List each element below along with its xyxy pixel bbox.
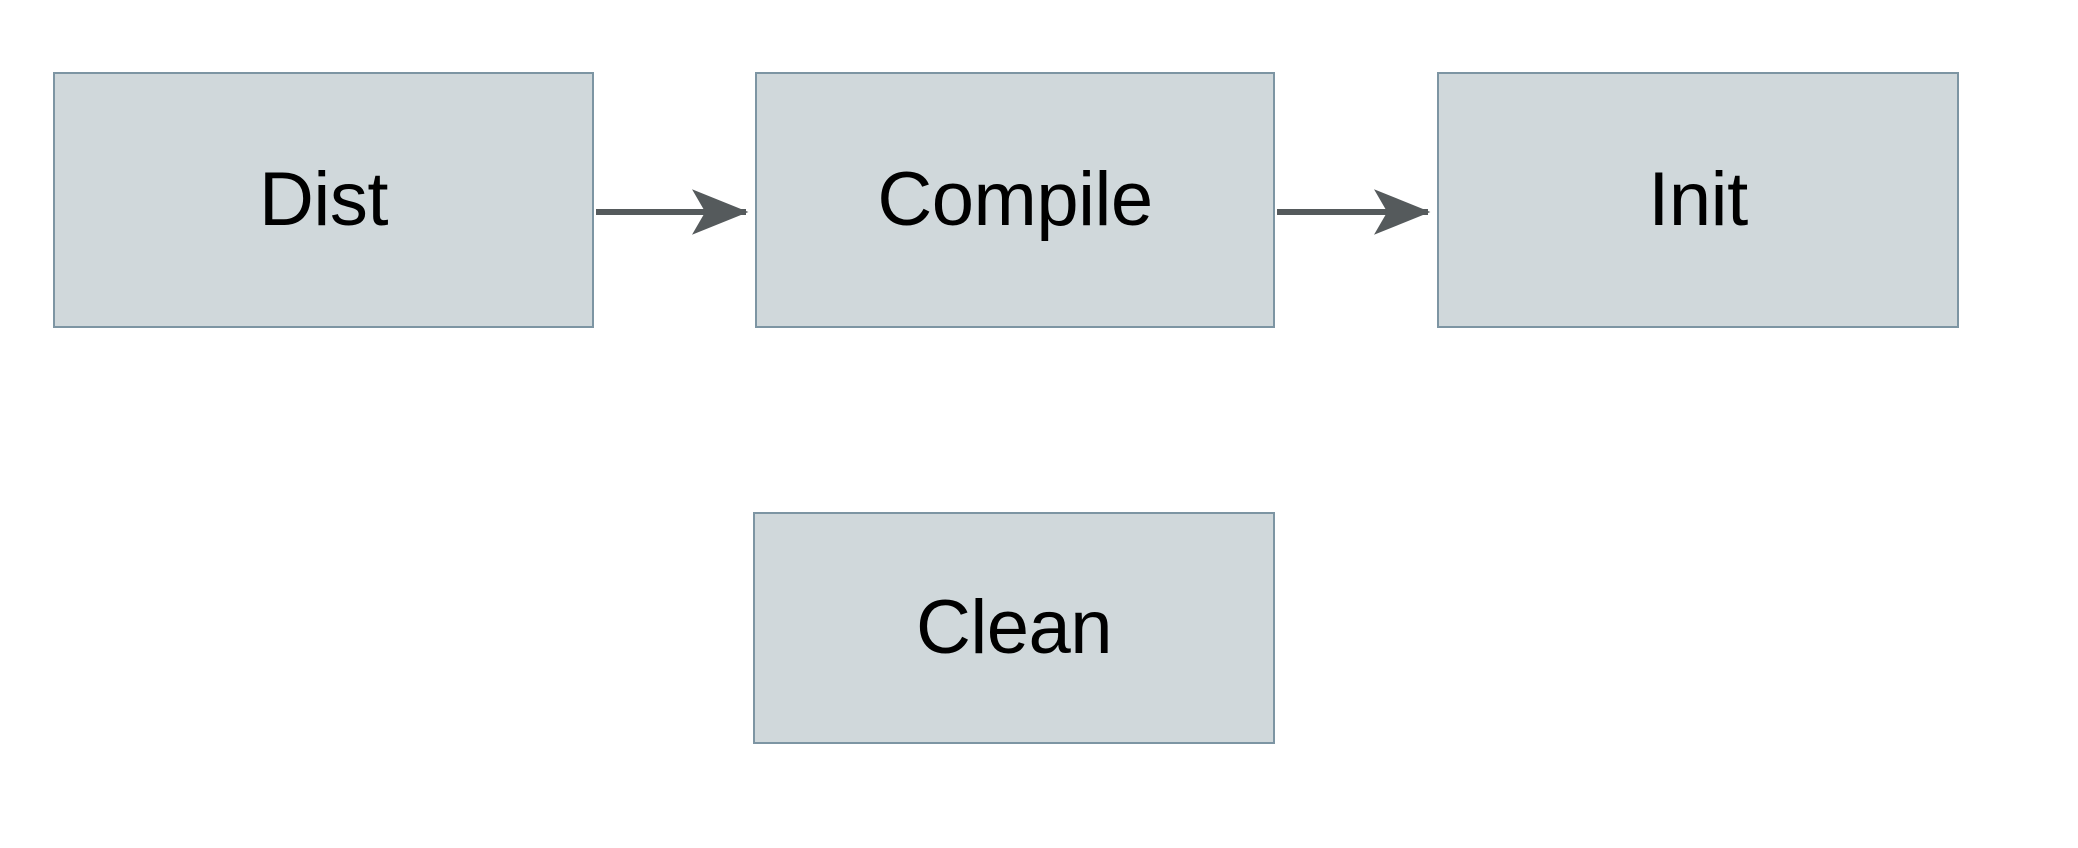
node-init[interactable]: Init bbox=[1437, 72, 1959, 328]
node-label-compile: Compile bbox=[877, 157, 1153, 242]
node-label-dist: Dist bbox=[259, 157, 388, 242]
node-dist[interactable]: Dist bbox=[53, 72, 594, 328]
node-label-init: Init bbox=[1648, 157, 1748, 242]
node-compile[interactable]: Compile bbox=[755, 72, 1275, 328]
node-clean[interactable]: Clean bbox=[753, 512, 1275, 744]
node-label-clean: Clean bbox=[915, 585, 1113, 670]
